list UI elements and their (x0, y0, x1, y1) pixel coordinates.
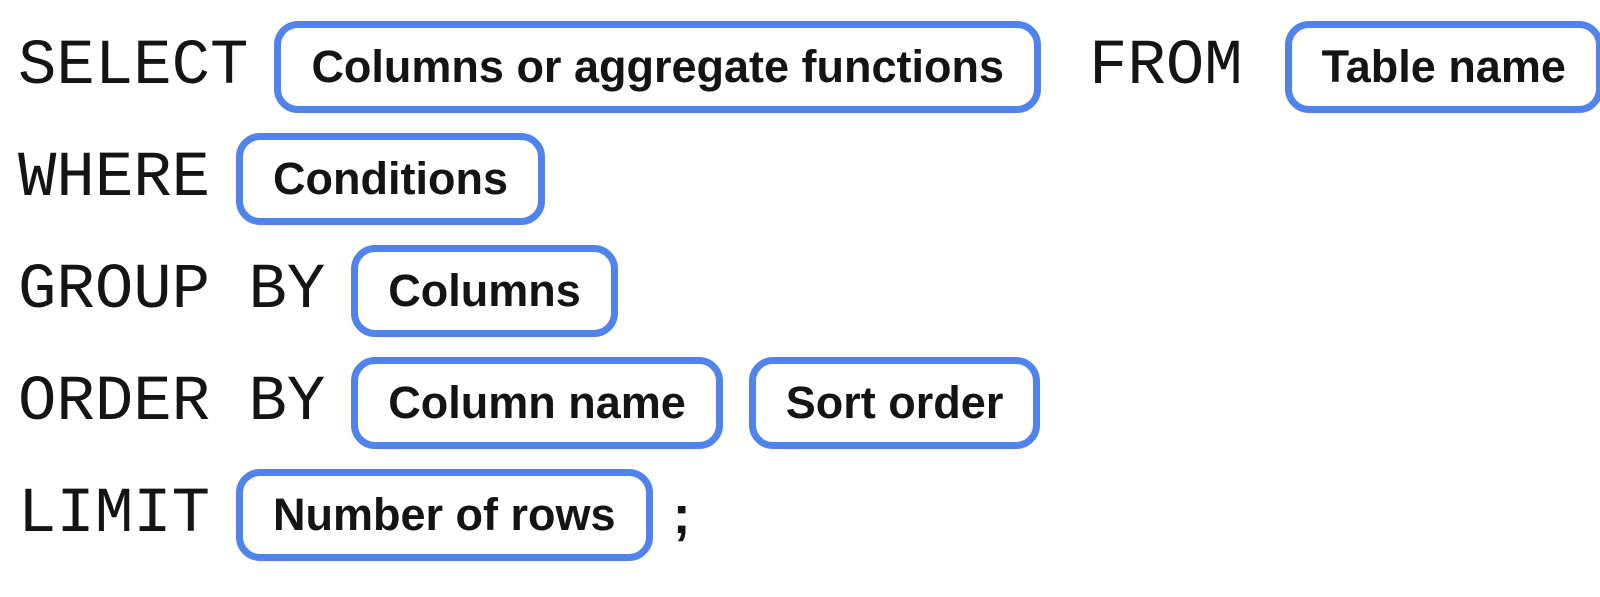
placeholder-pill-number-of-rows: Number of rows (236, 469, 653, 561)
placeholder-pill-columns: Columns (351, 245, 618, 337)
syntax-row-select: SELECT Columns or aggregate functions FR… (18, 21, 1600, 113)
syntax-row-where: WHERE Conditions (18, 133, 1600, 225)
syntax-row-limit: LIMIT Number of rows ; (18, 469, 1600, 561)
keyword-select: SELECT (18, 31, 249, 103)
placeholder-pill-column-name: Column name (351, 357, 723, 449)
keyword-limit: LIMIT (18, 479, 211, 551)
placeholder-pill-conditions: Conditions (236, 133, 545, 225)
keyword-from: FROM (1089, 31, 1243, 103)
syntax-row-group-by: GROUP BY Columns (18, 245, 1600, 337)
placeholder-pill-columns-or-aggregate-functions: Columns or aggregate functions (274, 21, 1041, 113)
placeholder-pill-table-name: Table name (1284, 21, 1600, 113)
keyword-where: WHERE (18, 143, 211, 215)
syntax-row-order-by: ORDER BY Column name Sort order (18, 357, 1600, 449)
keyword-group-by: GROUP BY (18, 255, 326, 327)
keyword-order-by: ORDER BY (18, 367, 326, 439)
statement-terminator-semicolon: ; (672, 485, 691, 545)
placeholder-pill-sort-order: Sort order (748, 357, 1041, 449)
